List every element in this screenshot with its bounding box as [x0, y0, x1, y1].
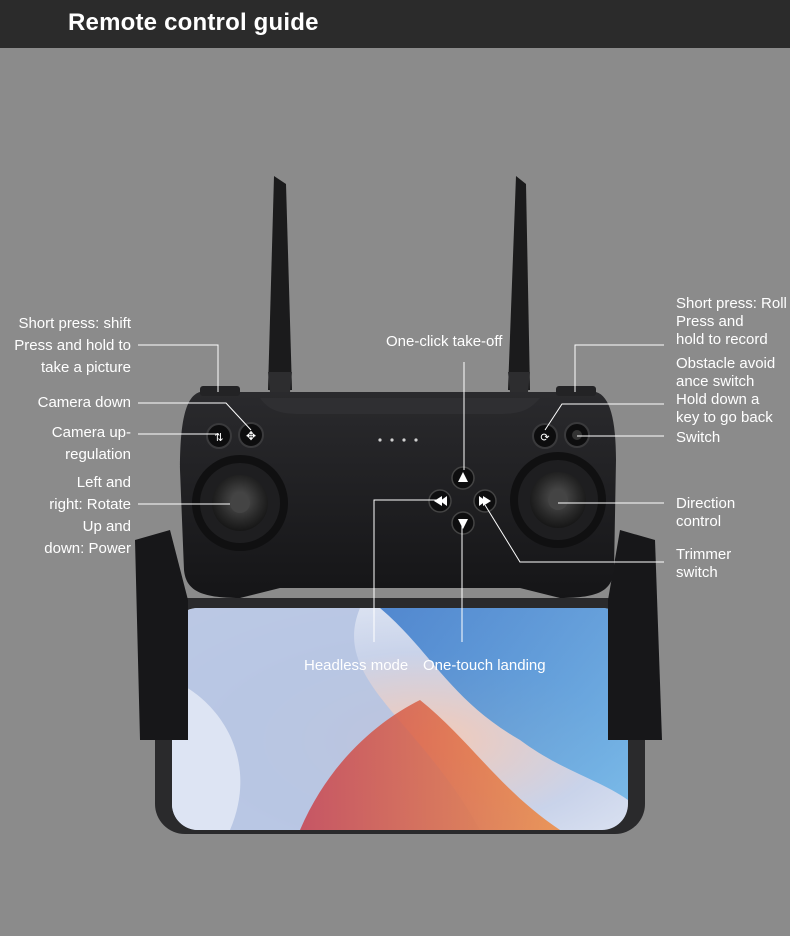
label-line: Obstacle avoid	[676, 355, 776, 372]
label-camera-down: Camera down	[37, 394, 131, 411]
arrow-left-icon[interactable]	[428, 489, 452, 513]
camera-up-icon[interactable]: ⇅	[206, 423, 232, 449]
label-line: Short press: shift	[18, 315, 131, 332]
arrow-up-icon[interactable]	[451, 466, 475, 490]
switch-icon[interactable]	[564, 422, 590, 448]
label-line: hold to record	[676, 331, 768, 348]
page-title: Remote control guide	[68, 9, 319, 36]
label-line: control	[676, 513, 722, 530]
label-line: switch	[676, 564, 718, 581]
label-trimmer: Trimmer switch	[676, 546, 731, 582]
label-line: take a picture	[40, 359, 131, 376]
label-line: Direction	[676, 495, 736, 512]
controller-body	[180, 386, 616, 598]
label-line: key to go back	[676, 409, 773, 426]
label-line: Up and	[82, 518, 131, 535]
label-line: Press and hold to	[14, 337, 131, 354]
camera-down-icon[interactable]: ✥	[238, 422, 264, 448]
label-roll-record: Short press: Roll Press and hold to reco…	[676, 295, 787, 349]
label-left-stick: Left and right: Rotate Up and down: Powe…	[44, 474, 131, 558]
label-switch: Switch	[676, 429, 721, 446]
label-line: Trimmer	[676, 546, 732, 563]
svg-text:⇅: ⇅	[214, 431, 223, 444]
label-line: Hold down a	[676, 391, 760, 408]
label-line: Left and	[76, 474, 131, 491]
right-antenna	[508, 176, 530, 392]
svg-text:⟳: ⟳	[540, 431, 549, 444]
left-antenna	[268, 176, 292, 392]
roll-icon[interactable]: ⟳	[532, 423, 558, 449]
left-joystick[interactable]	[192, 455, 288, 551]
right-joystick[interactable]	[510, 452, 606, 548]
label-line: regulation	[65, 446, 131, 463]
label-line: right: Rotate	[49, 496, 131, 513]
label-direction: Direction control	[676, 495, 735, 531]
arrow-down-icon[interactable]	[451, 511, 475, 535]
label-obstacle-back: Obstacle avoid ance switch Hold down a k…	[676, 355, 775, 427]
label-takeoff: One-click take-off	[386, 333, 503, 350]
arrow-right-icon[interactable]	[473, 489, 497, 513]
label-headless: Headless mode	[304, 657, 409, 674]
phone-holder	[135, 530, 662, 834]
label-line: Short press: Roll	[676, 295, 787, 312]
svg-text:✥: ✥	[246, 429, 256, 443]
label-line: down: Power	[44, 540, 131, 557]
leader-lines	[138, 344, 664, 642]
label-line: ance switch	[676, 373, 755, 390]
label-camera-up: Camera up- regulation	[52, 424, 131, 464]
label-line: Camera up-	[51, 424, 131, 441]
header-bar: Remote control guide	[0, 0, 790, 48]
phone-screen	[172, 608, 628, 830]
label-line: Press and	[676, 313, 744, 330]
led-indicator-icon	[378, 438, 418, 442]
label-landing: One-touch landing	[423, 657, 546, 674]
label-shift-photo: Short press: shift Press and hold to tak…	[14, 315, 131, 377]
